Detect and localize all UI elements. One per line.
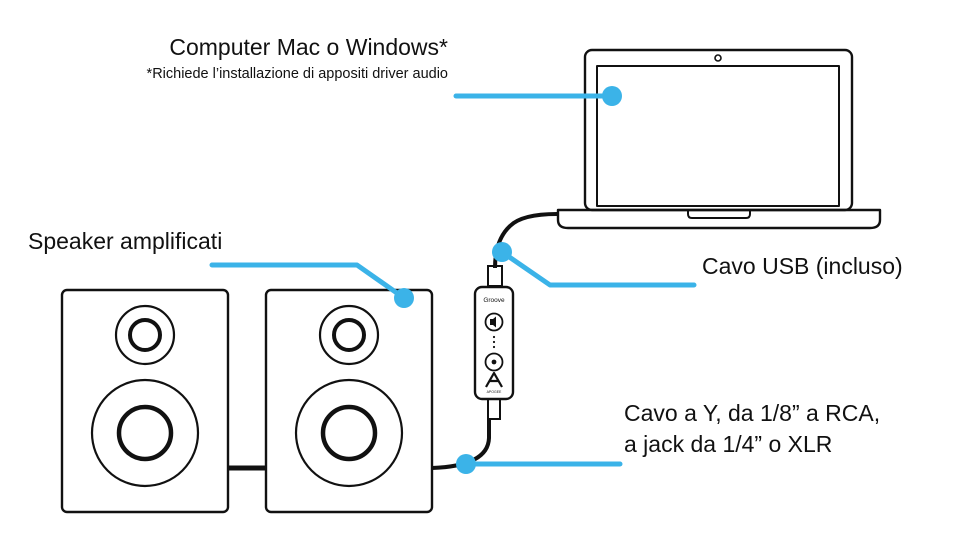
laptop	[556, 48, 882, 230]
speaker-right-tweeter-inner	[332, 318, 366, 352]
usb-cable-label: Cavo USB (incluso)	[702, 253, 903, 279]
laptop-notch	[687, 210, 751, 219]
apogee-a-logo-icon	[485, 371, 503, 388]
y-cable-label-line2: a jack da 1/4” o XLR	[624, 431, 833, 457]
callout-dot-computer	[602, 86, 622, 106]
laptop-lid	[583, 48, 854, 212]
callout-dot-usb	[492, 242, 512, 262]
y-cable-label-line1: Cavo a Y, da 1/8” a RCA,	[624, 400, 881, 426]
callout-line-usb	[499, 249, 697, 288]
callouts	[209, 93, 697, 467]
laptop-camera	[714, 54, 722, 62]
jack-plug	[487, 398, 501, 420]
laptop-base	[556, 208, 882, 230]
speaker-volume-icon	[484, 312, 504, 332]
volume-down-glyph	[490, 316, 496, 328]
y-cable-label: Cavo a Y, da 1/8” a RCA, a jack da 1/4” …	[624, 398, 880, 460]
speaker-right-tweeter-outer	[318, 304, 380, 366]
speaker-left-tweeter-inner	[128, 318, 162, 352]
callout-line-speakers	[209, 262, 407, 301]
computer-label: Computer Mac o Windows*	[169, 34, 448, 60]
callout-dot-y-cable	[456, 454, 476, 474]
speaker-left-cabinet	[60, 288, 230, 514]
speaker-right-woofer-outer	[294, 378, 404, 488]
speakers-label: Speaker amplificati	[28, 228, 223, 254]
callout-dots	[394, 86, 622, 474]
speaker-left-woofer-outer	[90, 378, 200, 488]
speaker-right-woofer-inner	[320, 404, 378, 462]
speaker-volume-up-icon	[484, 352, 504, 372]
dac-maker-text: APOGEE	[487, 390, 502, 394]
groove-dac: Groove APOGEE	[473, 265, 515, 420]
audio-cable-to-speaker	[431, 418, 491, 470]
volume-up-glyph	[491, 359, 497, 365]
dac-brand-text: Groove	[483, 297, 505, 304]
driver-note: *Richiede l’installazione di appositi dr…	[146, 66, 448, 82]
speaker-right	[264, 288, 434, 514]
speaker-left-woofer-inner	[116, 404, 174, 462]
callout-dot-speakers	[394, 288, 414, 308]
usb-plug-head	[487, 265, 503, 287]
speaker-right-cabinet	[264, 288, 434, 514]
speaker-left-tweeter-outer	[114, 304, 176, 366]
speaker-left	[60, 288, 230, 514]
led-dots	[492, 335, 496, 349]
laptop-screen	[596, 65, 840, 207]
